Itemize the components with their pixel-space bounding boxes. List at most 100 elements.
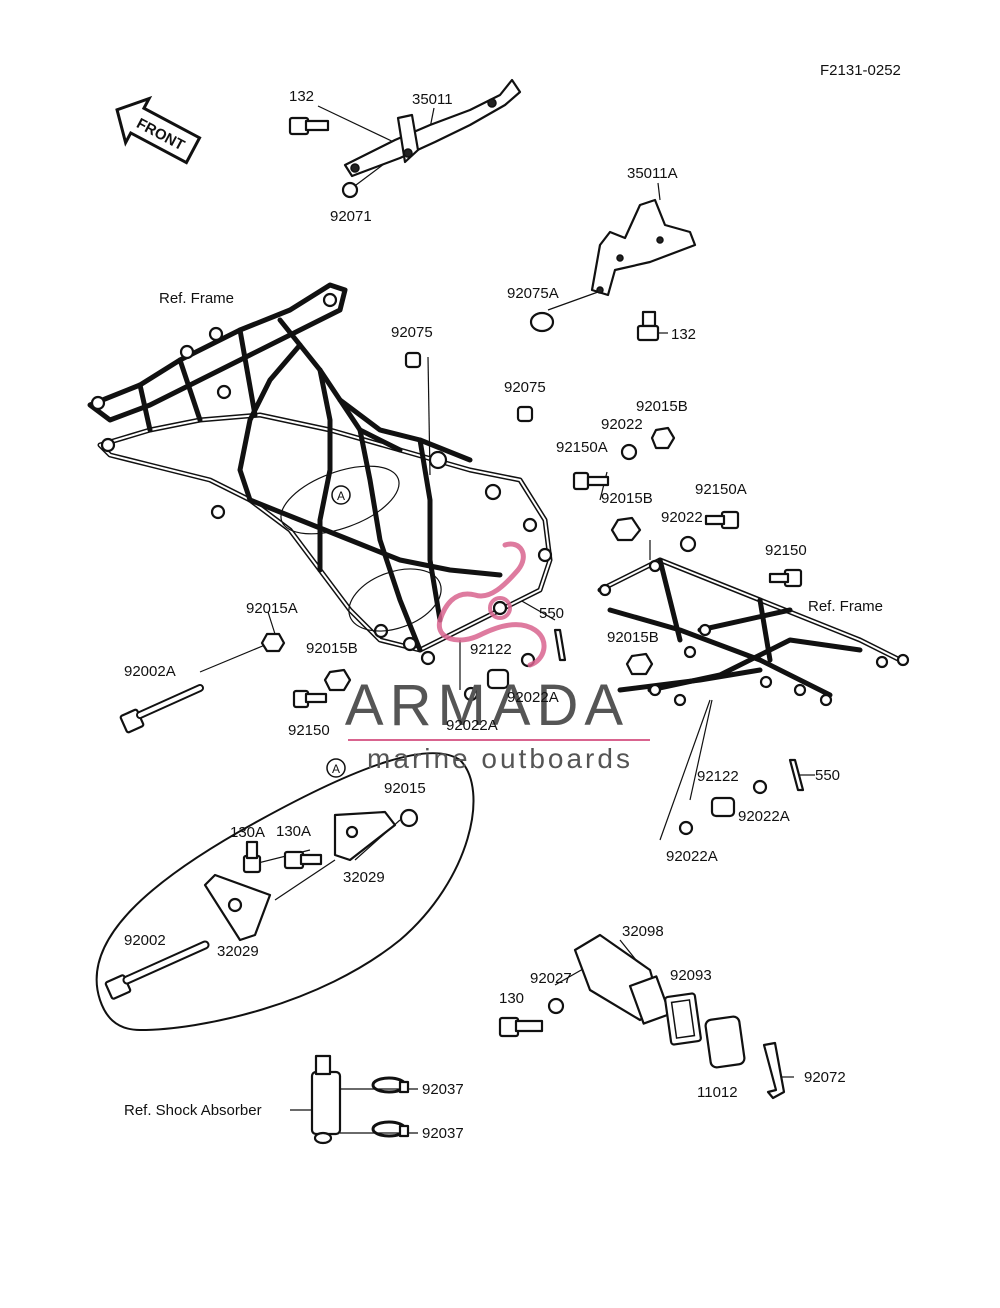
label-92150A-a: 92150A	[556, 439, 608, 456]
washer-92022A-d	[678, 820, 694, 836]
bolt-92150A-a	[572, 471, 610, 491]
clamp-92037-b	[371, 1120, 410, 1138]
label-92022-b: 92022	[661, 509, 703, 526]
clip-92072	[762, 1041, 786, 1100]
label-92071: 92071	[330, 208, 372, 225]
pin-550-b	[788, 758, 805, 792]
label-32029-b: 32029	[217, 943, 259, 960]
leader-lines	[199, 105, 815, 1134]
bolt-92150-b	[292, 689, 328, 709]
bushing-92122-b	[710, 796, 736, 818]
cap-92075-a	[404, 351, 422, 369]
label-92015B-b: 92015B	[601, 490, 653, 507]
pin-550-a	[553, 628, 567, 662]
bolt-92002	[104, 940, 210, 1000]
part-labels: F2131-0252 132 35011 92071 35011A 92075A…	[124, 62, 901, 1142]
watermark-logo	[436, 541, 547, 668]
label-92037-a: 92037	[422, 1081, 464, 1098]
label-92150-a: 92150	[765, 542, 807, 559]
label-92022A-c: 92022A	[738, 808, 790, 825]
bracket-35011A	[590, 198, 697, 297]
detail-a-bubble	[95, 752, 475, 1032]
label-92022A-b: 92022A	[446, 717, 498, 734]
label-92093: 92093	[670, 967, 712, 984]
label-92075A: 92075A	[507, 285, 559, 302]
bracket-35011	[343, 78, 522, 178]
label-92150A-b: 92150A	[695, 481, 747, 498]
label-92075-a: 92075	[391, 324, 433, 341]
label-92122-a: 92122	[470, 641, 512, 658]
bolt-132-top	[288, 116, 330, 136]
label-11012: 11012	[697, 1084, 738, 1101]
circle-marker-a-detail: A	[326, 758, 346, 778]
washer-92027	[547, 997, 565, 1015]
bolt-132-right	[636, 310, 660, 342]
label-35011A: 35011A	[627, 165, 678, 182]
label-92002A: 92002A	[124, 663, 176, 680]
main-frame	[87, 282, 553, 666]
label-ref-shock-absorber: Ref. Shock Absorber	[124, 1102, 262, 1119]
cover-11012	[704, 1015, 746, 1069]
label-92022-a: 92022	[601, 416, 643, 433]
nut-92015B-d	[625, 652, 654, 676]
nut-92015B-b	[610, 516, 642, 542]
nut-92015	[399, 808, 419, 828]
bolt-92150-a	[768, 568, 803, 588]
label-92122-b: 92122	[697, 768, 739, 785]
circle-marker-a: A	[331, 485, 351, 505]
bolt-130A-a	[242, 840, 262, 874]
label-550-a: 550	[539, 605, 564, 622]
label-92015B-c: 92015B	[306, 640, 358, 657]
clamp-92037-a	[371, 1076, 410, 1094]
label-35011: 35011	[412, 91, 453, 108]
label-92015B-a: 92015B	[636, 398, 688, 415]
watermark-tagline: marine outboards	[367, 743, 633, 774]
label-92150-b: 92150	[288, 722, 330, 739]
label-92002: 92002	[124, 932, 166, 949]
washer-92022-b	[679, 535, 697, 553]
label-92022A-a: 92022A	[507, 689, 559, 706]
cap-92075A	[529, 311, 555, 333]
label-32029-a: 32029	[343, 869, 385, 886]
gasket-92093	[664, 992, 702, 1046]
label-130: 130	[499, 990, 524, 1007]
bushing-92122-a	[486, 668, 510, 690]
bolt-130	[498, 1016, 544, 1038]
label-130A-a: 130A	[230, 824, 265, 841]
label-92015: 92015	[384, 780, 426, 797]
nut-92071	[341, 181, 359, 199]
washer-92022-a	[620, 443, 638, 461]
circle-marker-a-detail-label: A	[332, 762, 340, 776]
label-92015B-d: 92015B	[607, 629, 659, 646]
label-92027: 92027	[530, 970, 572, 987]
bolt-92150A-b	[704, 510, 740, 530]
washer-92022A-c	[752, 779, 768, 795]
front-arrow-icon: FRONT	[115, 95, 202, 165]
cap-92075-b	[516, 405, 534, 423]
label-132-top: 132	[289, 88, 314, 105]
diagram-code: F2131-0252	[820, 62, 901, 79]
shock-absorber	[310, 1054, 342, 1145]
label-ref-frame-left: Ref. Frame	[159, 290, 234, 307]
plate-32029-a	[333, 810, 397, 862]
label-92022A-d: 92022A	[666, 848, 718, 865]
label-550-b: 550	[815, 767, 840, 784]
label-92015A: 92015A	[246, 600, 298, 617]
bolt-92002A	[119, 684, 204, 734]
label-ref-frame-right: Ref. Frame	[808, 598, 883, 615]
label-130A-b: 130A	[276, 823, 311, 840]
washer-92022A-b	[463, 686, 479, 702]
bolt-130A-b	[283, 850, 323, 870]
rear-subframe	[597, 557, 910, 707]
case-32098	[573, 933, 672, 1025]
label-132-right: 132	[671, 326, 696, 343]
nut-92015A	[260, 632, 286, 653]
watermark-brand: ARMADA	[345, 673, 629, 738]
nut-92015B-c	[323, 668, 352, 692]
label-92072: 92072	[804, 1069, 846, 1086]
plate-32029-b	[203, 873, 272, 942]
nut-92015B-a	[650, 426, 676, 450]
label-32098: 32098	[622, 923, 664, 940]
